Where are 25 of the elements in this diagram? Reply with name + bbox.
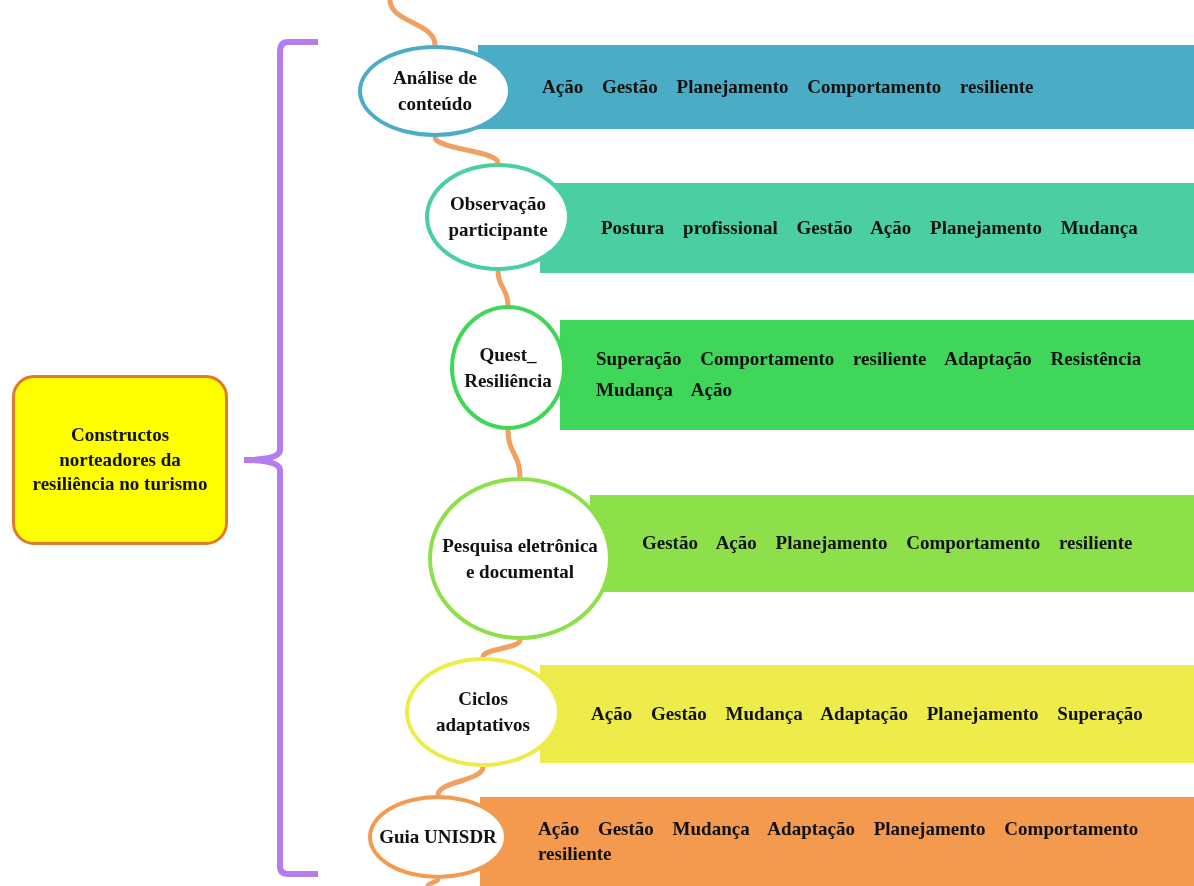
construct-band bbox=[540, 665, 1194, 763]
construct-list: Postura profissional Gestão Ação Planejamento Mudança bbox=[601, 215, 1184, 241]
connector-line bbox=[435, 766, 486, 796]
construct-list: Ação Gestão Mudança Adaptação Planejamento Comportamento resiliente bbox=[538, 816, 1184, 867]
method-label: Ciclos adaptativos bbox=[435, 687, 531, 737]
connector-line bbox=[495, 270, 511, 306]
connector-line bbox=[505, 429, 523, 478]
construct-list: Ação Gestão Mudança Adaptação Planejamento Superação bbox=[591, 701, 1184, 727]
method-label: Guia UNISDR bbox=[379, 825, 497, 850]
connector-line bbox=[432, 136, 501, 164]
method-label: Pesquisa eletrônica e documental bbox=[441, 533, 599, 584]
connector-line bbox=[387, 0, 438, 46]
construct-list: Mudança Ação bbox=[596, 378, 1184, 403]
construct-list: Ação Gestão Planejamento Comportamento resiliente bbox=[542, 74, 1184, 100]
connector-line bbox=[425, 877, 441, 886]
construct-band bbox=[560, 320, 1194, 430]
construct-list: Gestão Ação Planejamento Comportamento resiliente bbox=[642, 531, 1184, 556]
method-label: Quest_ Resiliência bbox=[463, 342, 553, 393]
construct-list: Superação Comportamento resiliente Adaptação Resistência bbox=[596, 347, 1184, 372]
concept-label: Constructos norteadores da resiliência no turismo bbox=[31, 422, 209, 497]
construct-band bbox=[478, 45, 1194, 129]
method-label: Análise de conteúdo bbox=[392, 66, 478, 116]
method-label: Observação participante bbox=[447, 192, 549, 242]
connector-line bbox=[480, 638, 523, 659]
concept-box bbox=[12, 375, 228, 545]
